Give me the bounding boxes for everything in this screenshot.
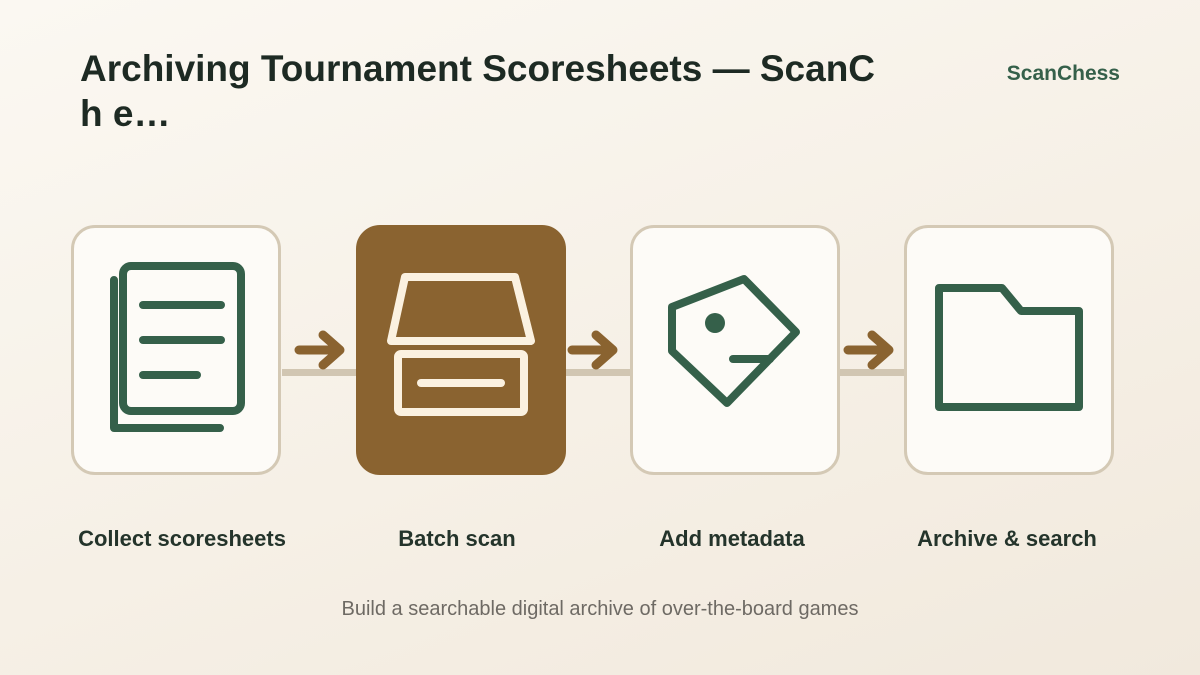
step-card-archive [904, 225, 1114, 475]
scanner-tray-icon [383, 272, 539, 428]
step-label-scan: Batch scan [398, 526, 516, 551]
documents-icon [101, 258, 251, 443]
step-card-collect [71, 225, 281, 475]
connector-line [282, 369, 358, 376]
brand-logo: ScanChess [1006, 62, 1120, 85]
tag-icon [660, 273, 810, 428]
step-card-scan [356, 225, 566, 475]
folder-icon [929, 283, 1089, 418]
step-card-metadata [630, 225, 840, 475]
connector-line [563, 369, 631, 376]
arrow-right-icon [567, 330, 618, 370]
page-title: Archiving Tournament Scoresheets — ScanC… [80, 48, 876, 134]
connector-line [839, 369, 907, 376]
arrow-right-icon [294, 330, 345, 370]
step-label-metadata: Add metadata [659, 526, 805, 551]
arrow-right-icon [843, 330, 894, 370]
step-label-collect: Collect scoresheets [78, 526, 286, 551]
caption: Build a searchable digital archive of ov… [341, 598, 859, 620]
step-label-archive: Archive & search [917, 526, 1097, 551]
